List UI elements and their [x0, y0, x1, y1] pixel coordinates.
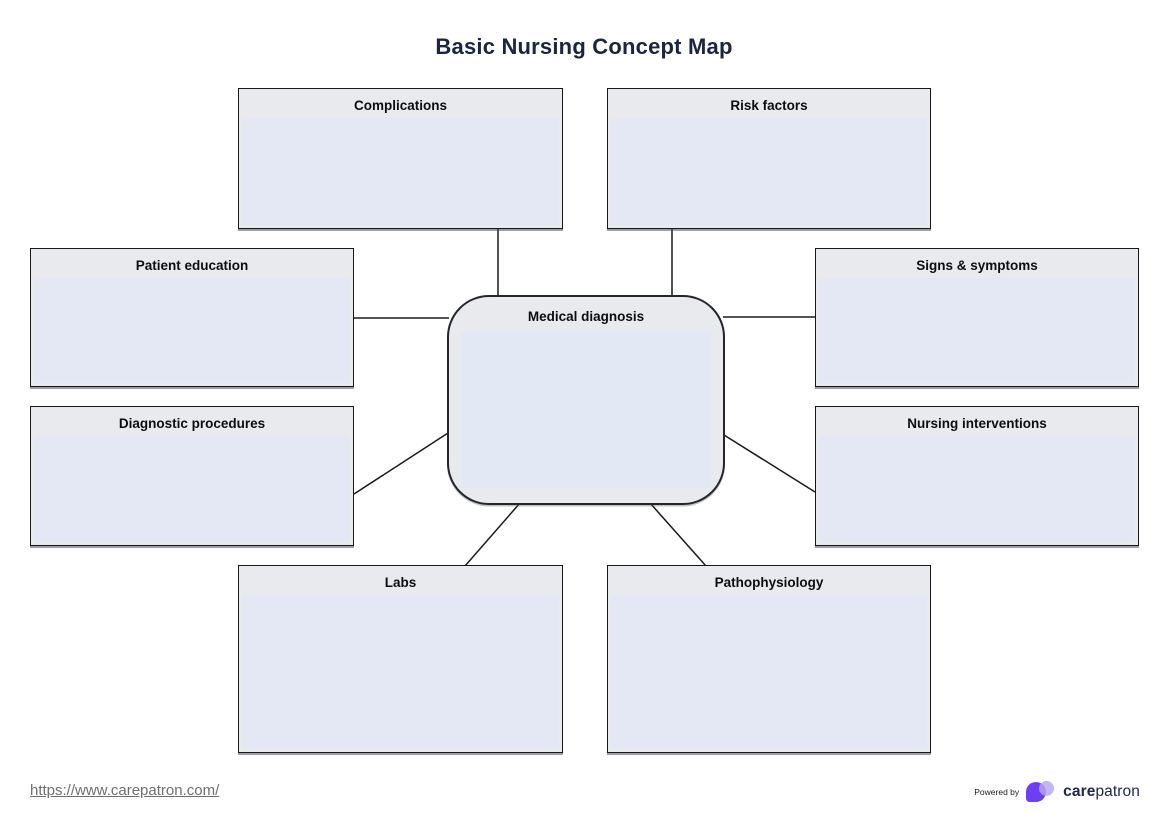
node-fill-area[interactable]: [611, 595, 927, 749]
logo-circle-shape: [1039, 781, 1055, 796]
carepatron-logo-icon: [1026, 779, 1056, 805]
node-risk-factors[interactable]: Risk factors: [607, 88, 931, 229]
node-label: Complications: [353, 98, 447, 113]
node-label: Nursing interventions: [907, 416, 1047, 431]
connector-labs: [464, 502, 521, 567]
carepatron-wordmark: carepatron: [1063, 783, 1140, 801]
powered-by-label: Powered by: [974, 787, 1020, 797]
node-patient-education[interactable]: Patient education: [30, 248, 354, 387]
wordmark-patron: patron: [1095, 783, 1140, 800]
node-label: Pathophysiology: [714, 575, 824, 590]
node-label: Medical diagnosis: [527, 309, 645, 324]
connector-nursing-interventions: [723, 434, 816, 493]
node-fill-area[interactable]: [819, 278, 1135, 383]
node-signs-symptoms[interactable]: Signs & symptoms: [815, 248, 1139, 387]
connector-diagnostic-procedures: [353, 432, 449, 495]
node-nursing-interventions[interactable]: Nursing interventions: [815, 406, 1139, 546]
node-medical-diagnosis[interactable]: Medical diagnosis: [447, 295, 725, 505]
node-fill-area[interactable]: [242, 118, 559, 225]
node-labs[interactable]: Labs: [238, 565, 563, 753]
node-complications[interactable]: Complications: [238, 88, 563, 229]
node-fill-area[interactable]: [34, 436, 350, 542]
node-label: Risk factors: [730, 98, 808, 113]
node-label: Labs: [384, 575, 417, 590]
connector-pathophysiology: [649, 502, 707, 567]
node-label: Signs & symptoms: [916, 258, 1038, 273]
node-diagnostic-procedures[interactable]: Diagnostic procedures: [30, 406, 354, 546]
node-fill-area[interactable]: [819, 436, 1135, 542]
node-label: Diagnostic procedures: [118, 416, 266, 431]
wordmark-care: care: [1063, 783, 1096, 800]
node-label: Patient education: [135, 258, 249, 273]
node-pathophysiology[interactable]: Pathophysiology: [607, 565, 931, 753]
node-fill-area[interactable]: [461, 331, 711, 488]
page-title: Basic Nursing Concept Map: [435, 34, 733, 59]
carepatron-link[interactable]: https://www.carepatron.com/: [30, 782, 220, 799]
node-fill-area[interactable]: [34, 278, 350, 383]
powered-by-badge: Powered by carepatron: [974, 779, 1140, 805]
node-fill-area[interactable]: [611, 118, 927, 225]
node-fill-area[interactable]: [242, 595, 559, 749]
